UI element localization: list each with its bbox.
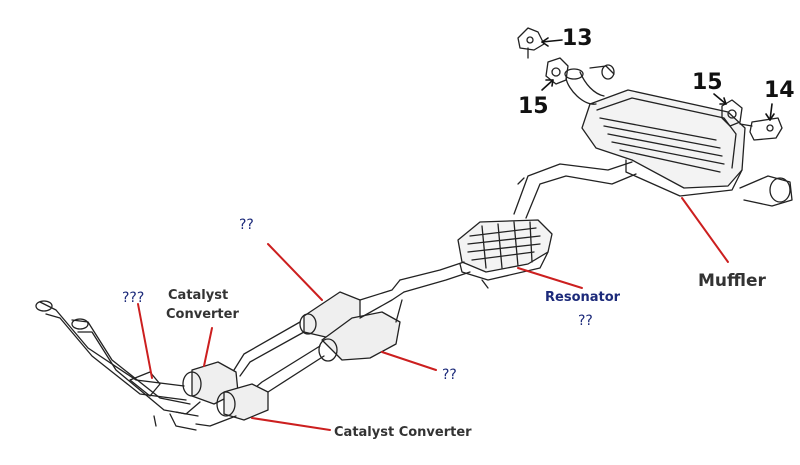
- hanger-13: [517, 27, 545, 59]
- catalytic-converters: [175, 361, 269, 427]
- label-muffler: Muffler: [698, 271, 766, 291]
- part-number-13: 13: [562, 26, 593, 51]
- leader-lines: [137, 197, 729, 431]
- bracket-14: [739, 117, 783, 141]
- leader-resonator: [517, 267, 583, 289]
- mid-pipe: [399, 261, 489, 293]
- leader-q-left: [137, 303, 153, 379]
- label-resonator-question: ??: [578, 313, 593, 329]
- y-pipe-silencers: [233, 279, 405, 403]
- leader-cat2: [251, 417, 331, 431]
- leader-muffler: [681, 197, 729, 263]
- label-resonator: Resonator: [545, 290, 621, 305]
- callout-arrows: [541, 37, 775, 121]
- label-question-mid: ??: [442, 367, 457, 383]
- leader-q-top: [267, 243, 323, 301]
- resonator-part: [457, 219, 553, 281]
- leader-cat1: [203, 327, 213, 367]
- intermediate-pipe: [513, 161, 637, 219]
- muffler-part: [564, 64, 793, 207]
- part-number-15-left: 15: [518, 94, 549, 119]
- label-question-left: ???: [122, 290, 145, 306]
- hanger-15-left: [545, 57, 569, 85]
- part-number-15-right: 15: [692, 70, 723, 95]
- part-number-14: 14: [764, 78, 795, 103]
- hanger-15-right: [721, 99, 743, 127]
- front-pipes: [35, 300, 199, 431]
- label-catalyst-converter-bottom: Catalyst Converter: [334, 425, 472, 440]
- label-catalyst-line1: Catalyst: [168, 288, 229, 303]
- leader-q-mid: [381, 351, 437, 371]
- label-catalyst-line2: Converter: [166, 307, 239, 322]
- label-question-top: ??: [239, 217, 254, 233]
